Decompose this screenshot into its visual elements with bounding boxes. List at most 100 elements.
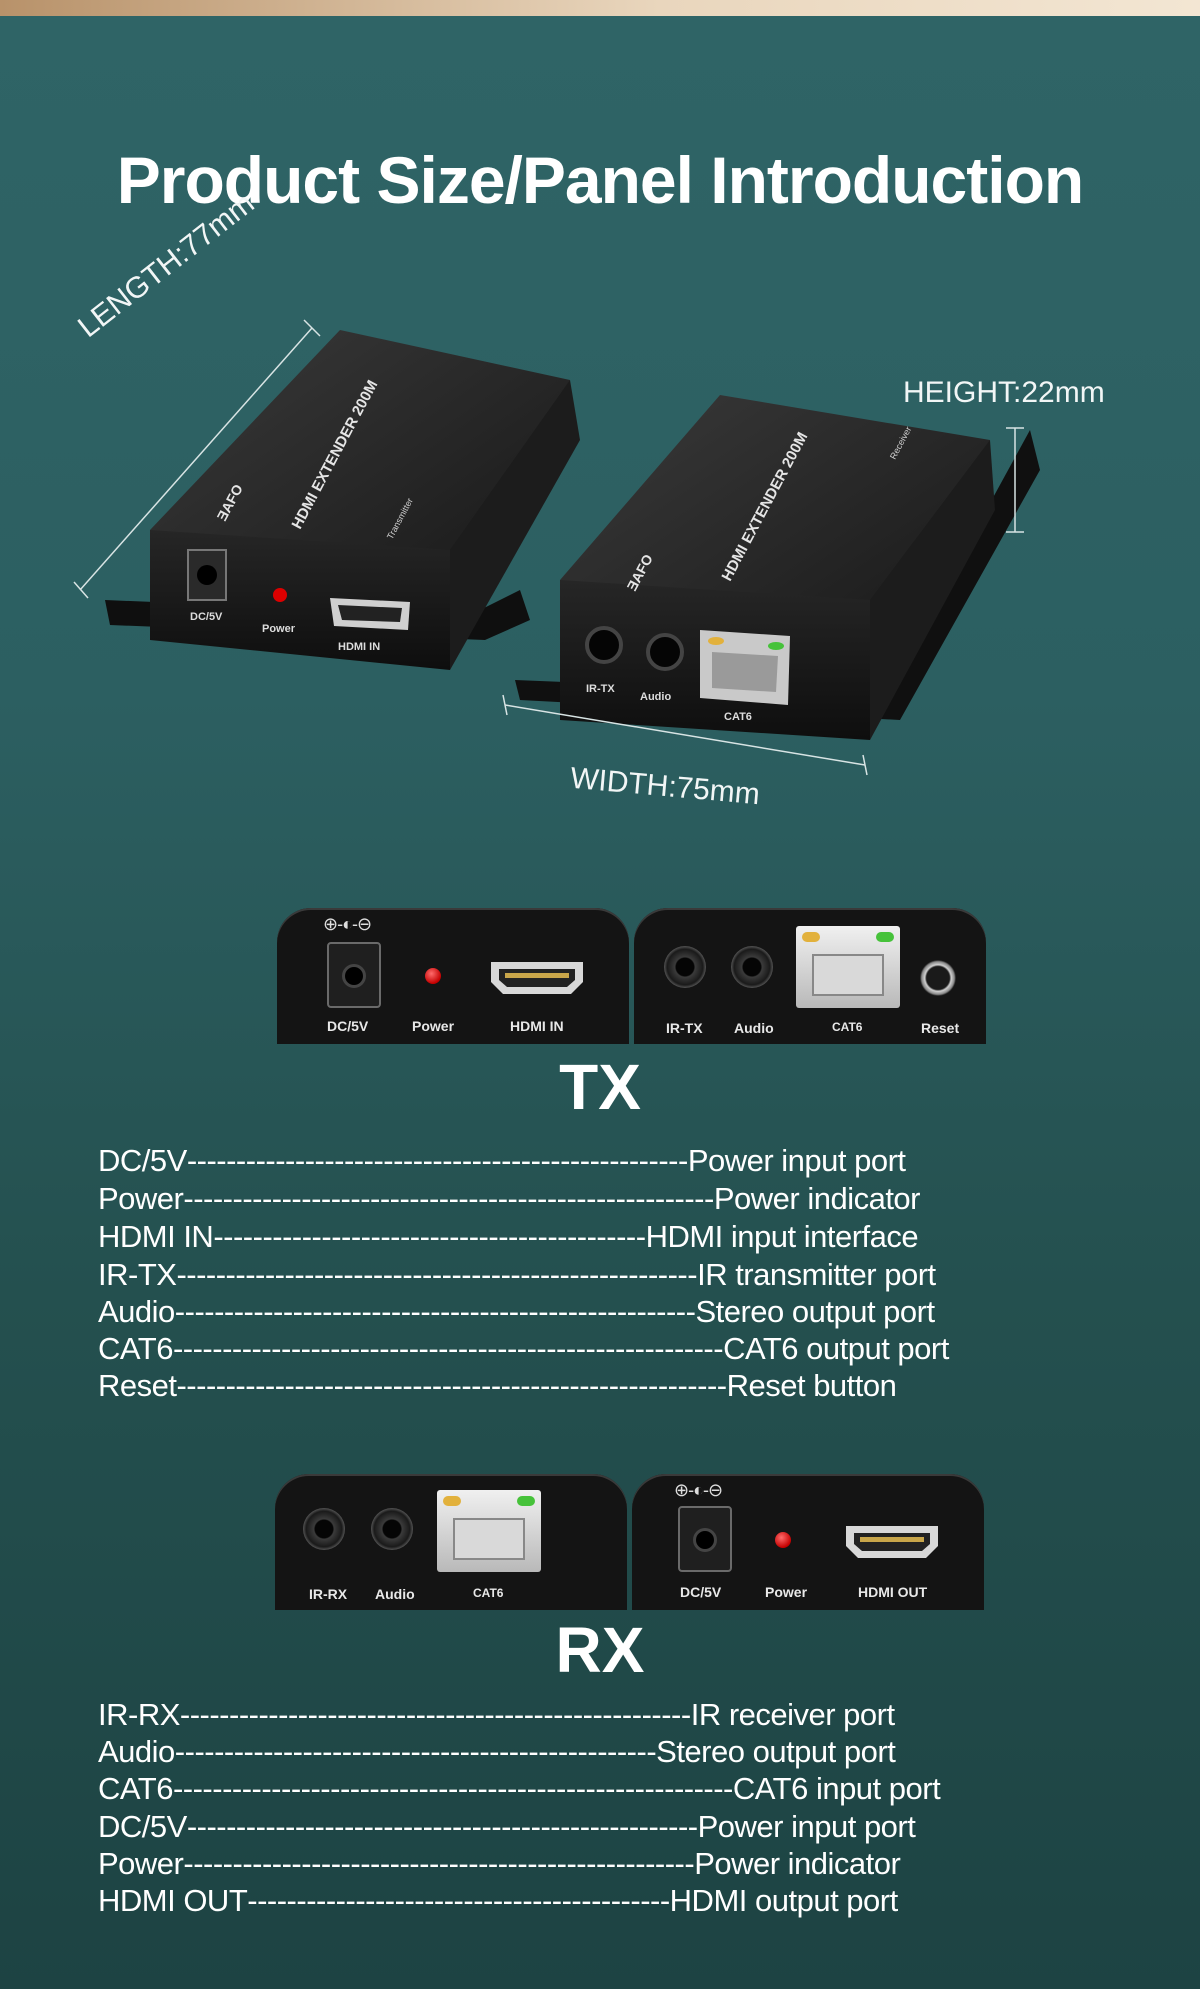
panel-label: Audio [734, 1020, 774, 1036]
spec-dashes: ----------------------------------------… [213, 1219, 646, 1254]
reset-button-icon [920, 960, 956, 996]
spec-key: HDMI OUT [98, 1883, 248, 1918]
spec-dashes: ----------------------------------------… [186, 1809, 698, 1844]
spec-dashes: ----------------------------------------… [176, 1368, 727, 1403]
rx-device-cat6-label: CAT6 [724, 711, 752, 723]
tx-device-power-label: Power [262, 623, 296, 635]
panel-label: Reset [921, 1020, 960, 1036]
spec-key: IR-TX [98, 1257, 177, 1292]
rj45-port-icon [437, 1490, 541, 1572]
spec-row: Power-----------------------------------… [98, 1180, 1078, 1218]
spec-key: Power [98, 1846, 184, 1881]
spec-key: DC/5V [98, 1143, 187, 1178]
panel-label: Power [765, 1584, 808, 1600]
spec-value: IR receiver port [690, 1697, 895, 1732]
dc-jack-icon [327, 942, 381, 1008]
panel-label: CAT6 [832, 1020, 863, 1034]
tx-panel-left: ⊕-◐-⊖ DC/5V Power HDMI IN [277, 908, 629, 1044]
spec-value: HDMI output port [669, 1883, 899, 1918]
rx-panel-left: IR-RX Audio CAT6 [275, 1474, 627, 1610]
panel-label: HDMI IN [510, 1018, 564, 1034]
dc-jack-icon [678, 1506, 732, 1572]
device-illustration: DC/5V Power HDMI IN HDMI EXTENDER 200M Ǝ… [0, 300, 1200, 860]
spec-dashes: ----------------------------------------… [183, 1846, 695, 1881]
panel-label: HDMI OUT [858, 1584, 928, 1600]
tx-device-hdmi-label: HDMI IN [338, 641, 380, 653]
rx-device-irtx-label: IR-TX [586, 683, 615, 695]
page-title: Product Size/Panel Introduction [116, 143, 1084, 217]
spec-value: Stereo output port [656, 1734, 896, 1769]
spec-dashes: ----------------------------------------… [176, 1257, 698, 1292]
height-dimension: HEIGHT:22mm [903, 376, 1105, 409]
spec-dashes: ----------------------------------------… [174, 1734, 657, 1769]
spec-row: Reset-----------------------------------… [98, 1367, 1078, 1405]
spec-key: DC/5V [98, 1809, 187, 1844]
spec-dashes: ----------------------------------------… [183, 1181, 714, 1216]
panel-label: IR-RX [309, 1586, 348, 1602]
spec-dashes: ----------------------------------------… [172, 1771, 733, 1806]
spec-value: Reset button [726, 1368, 897, 1403]
spec-dashes: ----------------------------------------… [247, 1883, 670, 1918]
tx-title: TX [559, 1051, 641, 1123]
spec-row: DC/5V-----------------------------------… [98, 1808, 1078, 1846]
panel-label: CAT6 [473, 1586, 504, 1600]
spec-value: Stereo output port [695, 1294, 935, 1329]
spec-dashes: ----------------------------------------… [172, 1331, 724, 1366]
power-led-icon [775, 1532, 791, 1548]
hdmi-port-icon [491, 962, 583, 994]
panel-label: Power [412, 1018, 455, 1034]
spec-row: HDMI IN---------------------------------… [98, 1218, 1078, 1256]
spec-value: Power indicator [713, 1181, 921, 1216]
tx-panel-right: IR-TX Audio CAT6 Reset [634, 908, 986, 1044]
rj45-port-icon [796, 926, 900, 1008]
dc-polarity-icon: ⊕-◐-⊖ [674, 1480, 723, 1500]
rx-title: RX [555, 1614, 645, 1686]
dc-polarity-icon: ⊕-◐-⊖ [323, 914, 372, 934]
ir-jack-icon [664, 946, 706, 988]
spec-dashes: ----------------------------------------… [174, 1294, 696, 1329]
spec-key: IR-RX [98, 1697, 180, 1732]
audio-jack-icon [371, 1508, 413, 1550]
panel-label: DC/5V [327, 1018, 369, 1034]
spec-key: Audio [98, 1294, 175, 1329]
spec-value: Power input port [687, 1143, 906, 1178]
panel-label: IR-TX [666, 1020, 703, 1036]
spec-row: Audio-----------------------------------… [98, 1733, 1078, 1771]
spec-row: Power-----------------------------------… [98, 1845, 1078, 1883]
spec-value: CAT6 input port [732, 1771, 941, 1806]
rx-unit-drawing: IR-TX Audio CAT6 HDMI EXTENDER 200M ƎAFO… [515, 395, 1040, 740]
spec-key: Power [98, 1181, 184, 1216]
panel-label: DC/5V [680, 1584, 722, 1600]
hdmi-port-icon [846, 1526, 938, 1558]
spec-key: CAT6 [98, 1331, 173, 1366]
spec-dashes: ----------------------------------------… [186, 1143, 689, 1178]
panel-label: Audio [375, 1586, 415, 1602]
spec-row: CAT6------------------------------------… [98, 1770, 1078, 1808]
spec-value: Power input port [697, 1809, 916, 1844]
spec-value: HDMI input interface [645, 1219, 919, 1254]
device-drawing: DC/5V Power HDMI IN HDMI EXTENDER 200M Ǝ… [105, 330, 1040, 740]
spec-row: Audio-----------------------------------… [98, 1293, 1078, 1331]
tx-device-dc-label: DC/5V [190, 611, 223, 623]
spec-key: HDMI IN [98, 1219, 214, 1254]
spec-key: Reset [98, 1368, 177, 1403]
power-led-icon [425, 968, 441, 984]
spec-row: IR-RX-----------------------------------… [98, 1696, 1078, 1734]
spec-value: IR transmitter port [697, 1257, 936, 1292]
spec-row: HDMI OUT--------------------------------… [98, 1882, 1078, 1920]
spec-row: DC/5V-----------------------------------… [98, 1142, 1078, 1180]
rx-panel-right: ⊕-◐-⊖ DC/5V Power HDMI OUT [632, 1474, 984, 1610]
spec-dashes: ----------------------------------------… [179, 1697, 691, 1732]
spec-value: CAT6 output port [723, 1331, 949, 1366]
spec-row: CAT6------------------------------------… [98, 1330, 1078, 1368]
spec-value: Power indicator [694, 1846, 901, 1881]
spec-row: IR-TX-----------------------------------… [98, 1256, 1078, 1294]
ir-jack-icon [303, 1508, 345, 1550]
spec-key: CAT6 [98, 1771, 173, 1806]
dimension-lines [73, 319, 1024, 776]
spec-key: Audio [98, 1734, 175, 1769]
rx-device-audio-label: Audio [640, 691, 671, 703]
audio-jack-icon [731, 946, 773, 988]
tx-unit-drawing: DC/5V Power HDMI IN HDMI EXTENDER 200M Ǝ… [105, 330, 580, 670]
top-accent-bar [0, 0, 1200, 16]
